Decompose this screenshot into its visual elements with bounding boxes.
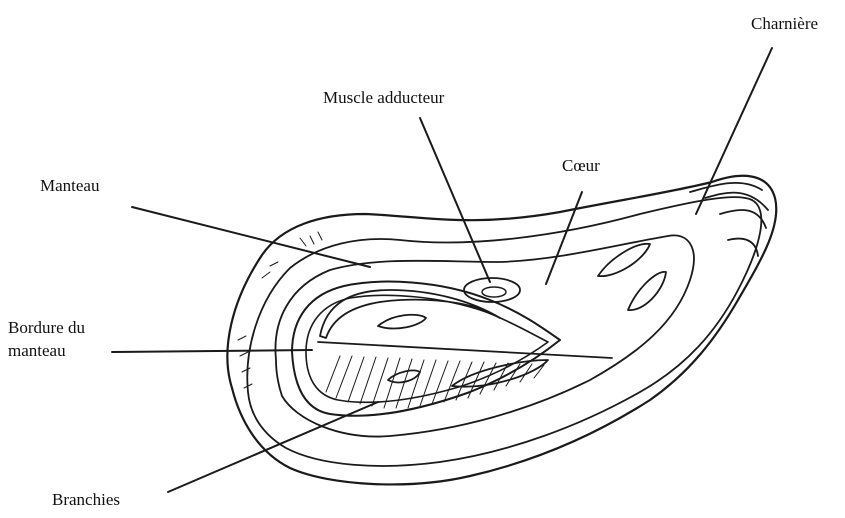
organ-1: [378, 315, 426, 329]
adductor-muscle-inner: [482, 287, 506, 297]
organ-2: [452, 360, 548, 387]
label-branchies: Branchies: [52, 490, 120, 510]
leader-muscle: [420, 118, 490, 282]
label-charniere: Charnière: [751, 14, 818, 34]
label-coeur: Cœur: [562, 156, 600, 176]
leader-branchies: [168, 402, 378, 492]
adductor-muscle: [464, 278, 520, 302]
label-bordure-line1: Bordure du: [8, 318, 85, 338]
leader-bordure: [112, 350, 312, 352]
label-bordure-line2: manteau: [8, 341, 66, 361]
organ-5: [628, 272, 666, 310]
gills-divider: [318, 342, 612, 358]
label-manteau: Manteau: [40, 176, 99, 196]
label-muscle-adducteur: Muscle adducteur: [323, 88, 444, 108]
leader-coeur: [546, 192, 582, 284]
